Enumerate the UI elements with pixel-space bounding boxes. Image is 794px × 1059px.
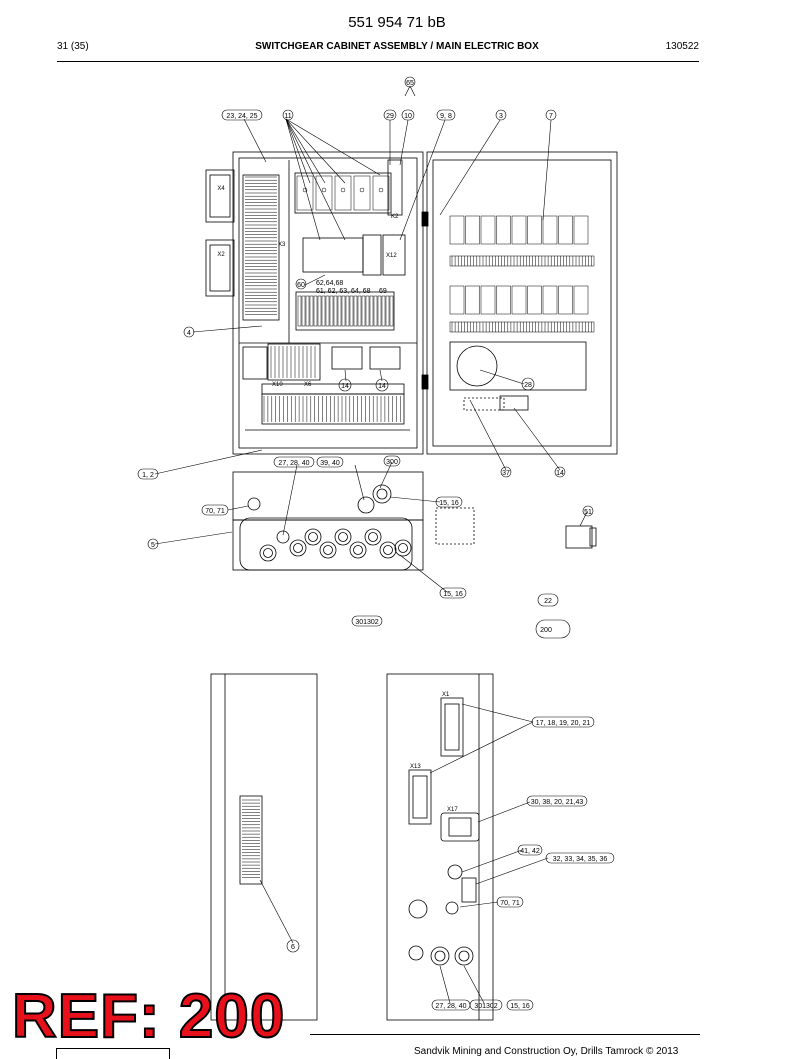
callout-15-16-b: 15, 16 <box>443 591 463 598</box>
label-k2: K2 <box>391 214 399 220</box>
callout-39-40: 39, 40 <box>320 460 340 467</box>
label-x13: X13 <box>410 764 421 770</box>
callout-51: 51 <box>584 509 592 516</box>
callout-41-42: 41, 42 <box>520 848 540 855</box>
label-x17: X17 <box>447 807 458 813</box>
doc-date: 130522 <box>665 41 699 52</box>
label-x4: X4 <box>217 186 225 192</box>
callout-200: 200 <box>540 627 552 634</box>
callout-6: 6 <box>291 944 295 951</box>
callout-15-16-c: 15, 16 <box>510 1003 530 1010</box>
callout-15-16-a: 15, 16 <box>439 500 459 507</box>
callout-11: 11 <box>284 113 291 120</box>
callout-bubbles <box>137 76 615 1011</box>
ref-stamp: REF: 200 <box>11 982 286 1051</box>
callout-60: 60 <box>297 282 305 289</box>
label-x1: X1 <box>442 692 450 698</box>
label-x2: X2 <box>217 252 225 258</box>
doc-title: SWITCHGEAR CABINET ASSEMBLY / MAIN ELECT… <box>255 41 539 52</box>
sandvik-logo-box <box>56 1048 170 1059</box>
callout-9-8: 9, 8 <box>440 113 452 120</box>
header-rule <box>57 61 699 62</box>
callout-28: 28 <box>524 382 532 389</box>
callout-300: 300 <box>386 459 398 466</box>
callout-1-2: 1, 2 <box>142 472 154 479</box>
page-number: 31 (35) <box>57 41 89 52</box>
callout-5: 5 <box>151 542 155 549</box>
label-x12: X12 <box>386 253 397 259</box>
callout-32-36: 32, 33, 34, 35, 36 <box>553 856 608 863</box>
footer-rule <box>310 1034 700 1035</box>
leader-lines <box>154 85 588 1004</box>
callout-27-28-40-b: 27, 28, 40 <box>435 1003 466 1010</box>
callout-22: 22 <box>544 598 552 605</box>
doc-number: 551 954 71 bB <box>348 14 446 31</box>
callout-70-71-b: 70, 71 <box>500 900 520 907</box>
cabinet-door <box>421 151 618 455</box>
callout-69: 69 <box>379 288 387 295</box>
label-x6: X6 <box>304 382 312 388</box>
callout-14-a: 14 <box>341 383 349 390</box>
callout-7: 7 <box>549 113 553 120</box>
callout-29: 29 <box>386 113 394 120</box>
callout-27-28-40: 27, 28, 40 <box>278 460 309 467</box>
callout-labels: 65 23, 24, 25 11 29 10 9, 8 3 7 60 62,64… <box>142 80 607 1010</box>
callout-17-21: 17, 18, 19, 20, 21 <box>536 720 591 727</box>
cabinet-body <box>205 151 424 455</box>
label-x3: X3 <box>278 242 286 248</box>
callout-61-62-63-64-68: 61, 62, 63, 64, 68 <box>316 288 371 295</box>
side-view-right <box>386 673 494 1021</box>
copyright-text: Sandvik Mining and Construction Oy, Dril… <box>414 1046 679 1057</box>
callout-14-b: 14 <box>378 383 386 390</box>
component-labels: X4 X2 X3 X12 X10 X6 X1 X13 X17 K2 <box>217 186 458 813</box>
callout-65: 65 <box>406 80 414 87</box>
callout-62-64-68: 62,64,68 <box>316 280 343 287</box>
side-view-left <box>210 673 318 1021</box>
callout-37: 37 <box>502 470 510 477</box>
callout-3: 3 <box>499 113 503 120</box>
callout-301-302-a: 301302 <box>355 619 378 626</box>
label-x10: X10 <box>272 382 283 388</box>
callout-10: 10 <box>404 113 412 120</box>
gland-plate <box>232 471 597 571</box>
callout-301-302-b: 301302 <box>474 1003 497 1010</box>
callout-14-c: 14 <box>556 470 564 477</box>
callout-30-43: 30, 38, 20, 21,43 <box>531 799 584 806</box>
callout-23-24-25: 23, 24, 25 <box>226 113 257 120</box>
callout-70-71-a: 70, 71 <box>205 508 225 515</box>
callout-4: 4 <box>187 330 191 337</box>
